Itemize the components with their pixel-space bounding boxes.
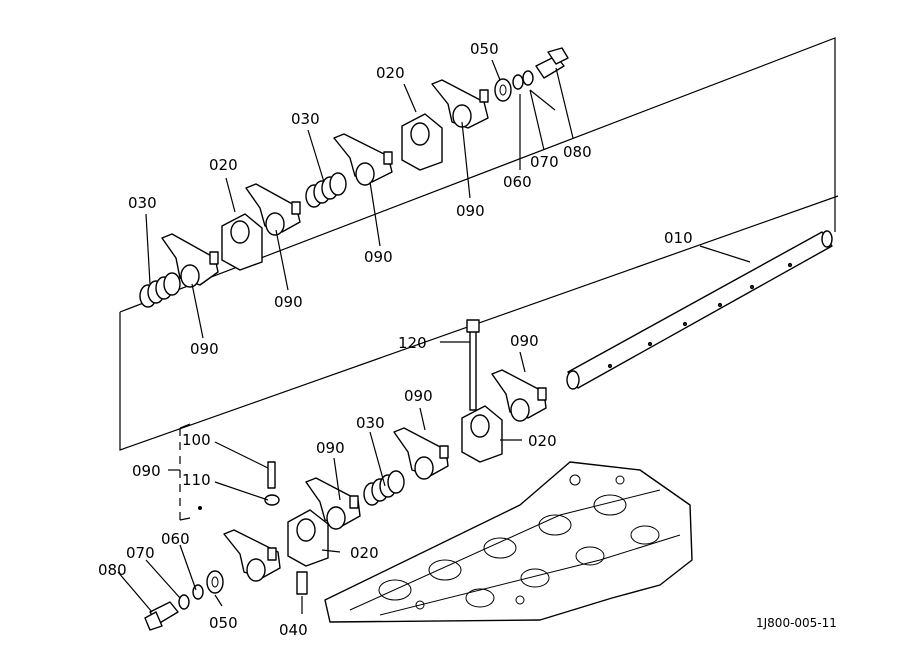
rocker-arm-lower-2 — [305, 477, 361, 530]
label-010: 010 — [664, 229, 693, 247]
label-100: 100 — [182, 431, 211, 449]
leader-lines — [117, 59, 751, 614]
rocker-arm-upper-4 — [431, 79, 489, 129]
label-110: 110 — [182, 471, 211, 489]
pin-040 — [296, 571, 308, 595]
rocker-arm-lower-3 — [393, 427, 449, 480]
rocker-arm-upper-2 — [245, 183, 301, 236]
valve-spring-lower — [363, 470, 405, 506]
bolt-080-lower — [144, 601, 179, 631]
label-050-upper: 050 — [470, 40, 499, 58]
label-080-upper: 080 — [563, 143, 592, 161]
rocker-bracket-lower-1 — [287, 509, 329, 567]
washer-070-lower — [178, 594, 190, 610]
washer-050-upper — [494, 78, 512, 102]
label-070-lower: 070 — [126, 544, 155, 562]
label-020-top: 020 — [376, 64, 405, 82]
assembly-frame-lines — [119, 37, 839, 521]
label-060-lower: 060 — [161, 530, 190, 548]
rocker-arm-lower-4 — [491, 369, 547, 422]
label-090-b: 090 — [364, 248, 393, 266]
cylinder-head — [324, 461, 693, 623]
washer-060-upper — [512, 74, 524, 90]
valve-spring-upper-1 — [139, 272, 181, 308]
label-030-upper-left: 030 — [128, 194, 157, 212]
dot-marker — [198, 506, 202, 510]
label-080-lower: 080 — [98, 561, 127, 579]
rocker-arm-lower-1 — [223, 529, 281, 582]
rocker-arm-upper-1 — [161, 233, 219, 288]
label-090-e: 090 — [510, 332, 539, 350]
screw-100 — [267, 461, 276, 489]
label-020-lower-left: 020 — [350, 544, 379, 562]
rocker-arm-upper-3 — [333, 133, 393, 186]
valve-spring-upper-2 — [305, 172, 347, 208]
diagram-code: 1J800-005-11 — [756, 616, 837, 630]
label-020-upper: 020 — [209, 156, 238, 174]
rocker-bracket-upper-1 — [221, 213, 263, 271]
label-030-lower: 030 — [356, 414, 385, 432]
label-040: 040 — [279, 621, 308, 639]
label-120: 120 — [398, 334, 427, 352]
label-030-upper-right: 030 — [291, 110, 320, 128]
label-090-d: 090 — [190, 340, 219, 358]
rocker-bracket-lower-2 — [461, 405, 503, 463]
label-060-upper: 060 — [503, 173, 532, 191]
washer-070-upper — [522, 70, 534, 86]
label-090-a: 090 — [456, 202, 485, 220]
rocker-bracket-upper-2 — [401, 113, 443, 171]
rocker-shaft-010 — [566, 230, 833, 390]
label-090-f: 090 — [404, 387, 433, 405]
label-070-upper: 070 — [530, 153, 559, 171]
bolt-080-upper — [535, 47, 569, 79]
label-090-h: 090 — [132, 462, 161, 480]
nut-110 — [264, 494, 280, 506]
label-020-lower-right: 020 — [528, 432, 557, 450]
bolt-120 — [466, 319, 480, 411]
label-050-lower: 050 — [209, 614, 238, 632]
label-090-g: 090 — [316, 439, 345, 457]
part-labels: 010 020 020 020 020 030 030 030 040 050 … — [98, 40, 837, 639]
washer-050-lower — [206, 570, 224, 594]
label-090-c: 090 — [274, 293, 303, 311]
